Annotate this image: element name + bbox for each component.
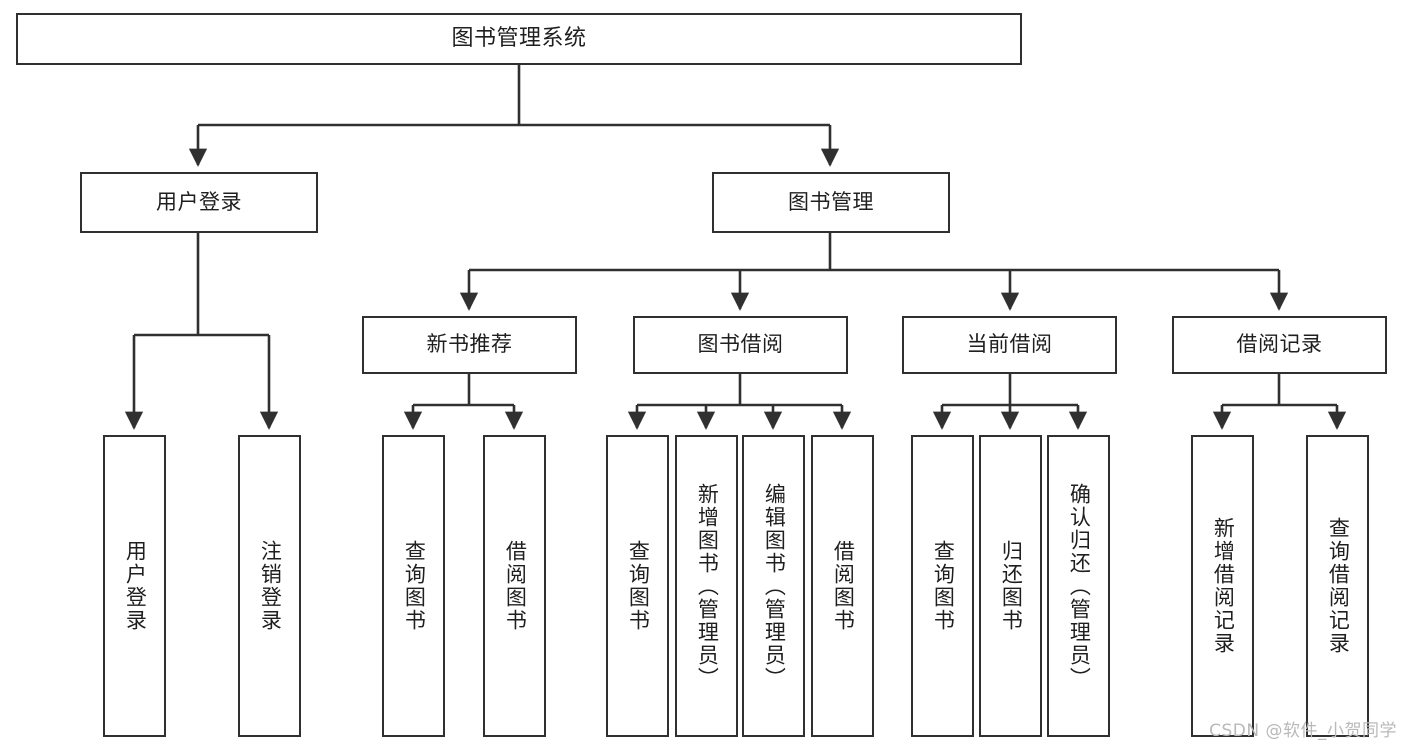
leaf-label: 借阅图书 bbox=[831, 540, 856, 632]
node-book-borrow[interactable]: 图书借阅 bbox=[633, 316, 848, 374]
node-new-book-recommend[interactable]: 新书推荐 bbox=[362, 316, 577, 374]
leaf-borrow-record-add[interactable]: 新增借阅记录 bbox=[1191, 435, 1254, 737]
leaf-borrow-record-query[interactable]: 查询借阅记录 bbox=[1306, 435, 1369, 737]
leaf-current-borrow-return[interactable]: 归还图书 bbox=[979, 435, 1042, 737]
leaf-label: 确认归还（管理员） bbox=[1067, 482, 1092, 690]
leaf-book-borrow-edit[interactable]: 编辑图书（管理员） bbox=[742, 435, 805, 737]
leaf-label: 注销登录 bbox=[258, 540, 283, 632]
leaf-label: 借阅图书 bbox=[503, 540, 528, 632]
leaf-user-login-login[interactable]: 用户登录 bbox=[103, 435, 166, 737]
node-root[interactable]: 图书管理系统 bbox=[16, 13, 1022, 65]
node-user-login[interactable]: 用户登录 bbox=[80, 172, 318, 233]
leaf-current-borrow-query[interactable]: 查询图书 bbox=[911, 435, 974, 737]
leaf-label: 查询借阅记录 bbox=[1326, 517, 1351, 655]
node-borrow-record[interactable]: 借阅记录 bbox=[1172, 316, 1387, 374]
leaf-user-login-logout[interactable]: 注销登录 bbox=[238, 435, 301, 737]
leaf-label: 查询图书 bbox=[402, 540, 427, 632]
leaf-book-borrow-borrow[interactable]: 借阅图书 bbox=[811, 435, 874, 737]
leaf-current-borrow-confirm[interactable]: 确认归还（管理员） bbox=[1047, 435, 1110, 737]
leaf-label: 归还图书 bbox=[999, 540, 1024, 632]
leaf-book-borrow-add[interactable]: 新增图书（管理员） bbox=[675, 435, 738, 737]
leaf-label: 编辑图书（管理员） bbox=[762, 482, 787, 690]
node-current-borrow[interactable]: 当前借阅 bbox=[902, 316, 1117, 374]
leaf-label: 用户登录 bbox=[123, 540, 148, 632]
leaf-book-borrow-query[interactable]: 查询图书 bbox=[606, 435, 669, 737]
node-book-management[interactable]: 图书管理 bbox=[712, 172, 950, 233]
leaf-label: 查询图书 bbox=[626, 540, 651, 632]
leaf-label: 查询图书 bbox=[931, 540, 956, 632]
watermark: CSDN @软件_小贺同学 bbox=[1209, 721, 1397, 741]
leaf-new-book-query[interactable]: 查询图书 bbox=[382, 435, 445, 737]
leaf-new-book-borrow[interactable]: 借阅图书 bbox=[483, 435, 546, 737]
leaf-label: 新增图书（管理员） bbox=[695, 482, 720, 690]
leaf-label: 新增借阅记录 bbox=[1211, 517, 1236, 655]
